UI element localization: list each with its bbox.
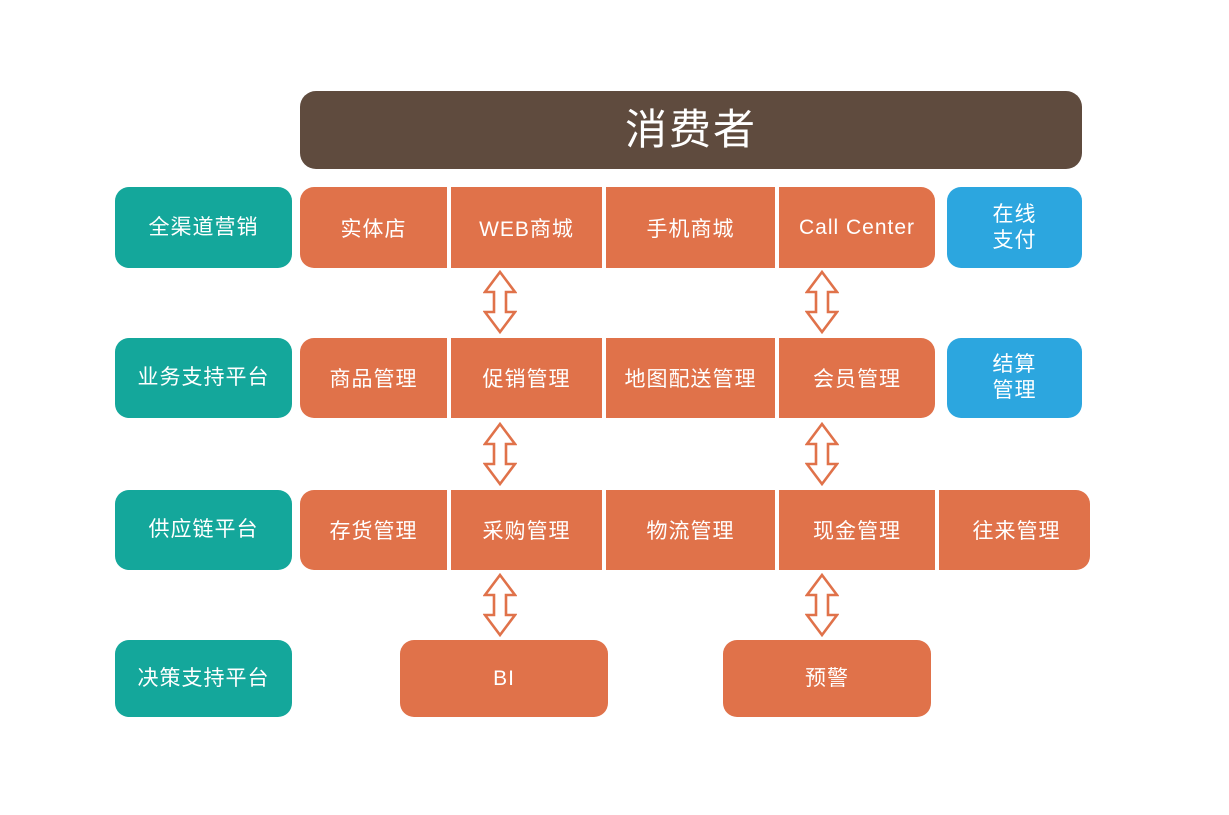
layer-business-support-strip: 商品管理 促销管理 地图配送管理 会员管理 <box>300 338 935 418</box>
banner-consumer: 消费者 <box>300 91 1082 169</box>
tile-online-payment[interactable]: 在线 支付 <box>947 187 1082 268</box>
sidebar-item-business-support-platform[interactable]: 业务支持平台 <box>115 338 292 418</box>
layer-supply-chain-strip: 存货管理 采购管理 物流管理 现金管理 往来管理 <box>300 490 1090 570</box>
layer-marketing-strip: 实体店 WEB商城 手机商城 Call Center <box>300 187 935 268</box>
connector-purchase-to-bi <box>483 573 517 637</box>
cell-cash-management[interactable]: 现金管理 <box>779 490 935 570</box>
connector-call-center-to-member <box>805 270 839 334</box>
connector-web-mall-to-promotion <box>483 270 517 334</box>
cell-call-center[interactable]: Call Center <box>779 187 935 268</box>
cell-map-delivery-management[interactable]: 地图配送管理 <box>606 338 775 418</box>
sidebar-item-omnichannel-marketing[interactable]: 全渠道营销 <box>115 187 292 268</box>
cell-transactions-management[interactable]: 往来管理 <box>939 490 1090 570</box>
tile-settlement-management[interactable]: 结算 管理 <box>947 338 1082 418</box>
cell-product-management[interactable]: 商品管理 <box>300 338 447 418</box>
cell-member-management[interactable]: 会员管理 <box>779 338 935 418</box>
sidebar-item-supply-chain-platform[interactable]: 供应链平台 <box>115 490 292 570</box>
cell-web-mall[interactable]: WEB商城 <box>451 187 602 268</box>
connector-promotion-to-purchase <box>483 422 517 486</box>
cell-promotion-management[interactable]: 促销管理 <box>451 338 602 418</box>
cell-logistics-management[interactable]: 物流管理 <box>606 490 775 570</box>
tile-bi[interactable]: BI <box>400 640 608 717</box>
cell-purchase-management[interactable]: 采购管理 <box>451 490 602 570</box>
cell-mobile-mall[interactable]: 手机商城 <box>606 187 775 268</box>
cell-physical-store[interactable]: 实体店 <box>300 187 447 268</box>
cell-inventory-management[interactable]: 存货管理 <box>300 490 447 570</box>
sidebar-item-decision-support-platform[interactable]: 决策支持平台 <box>115 640 292 717</box>
connector-member-to-cash <box>805 422 839 486</box>
tile-early-warning[interactable]: 预警 <box>723 640 931 717</box>
connector-cash-to-alert <box>805 573 839 637</box>
